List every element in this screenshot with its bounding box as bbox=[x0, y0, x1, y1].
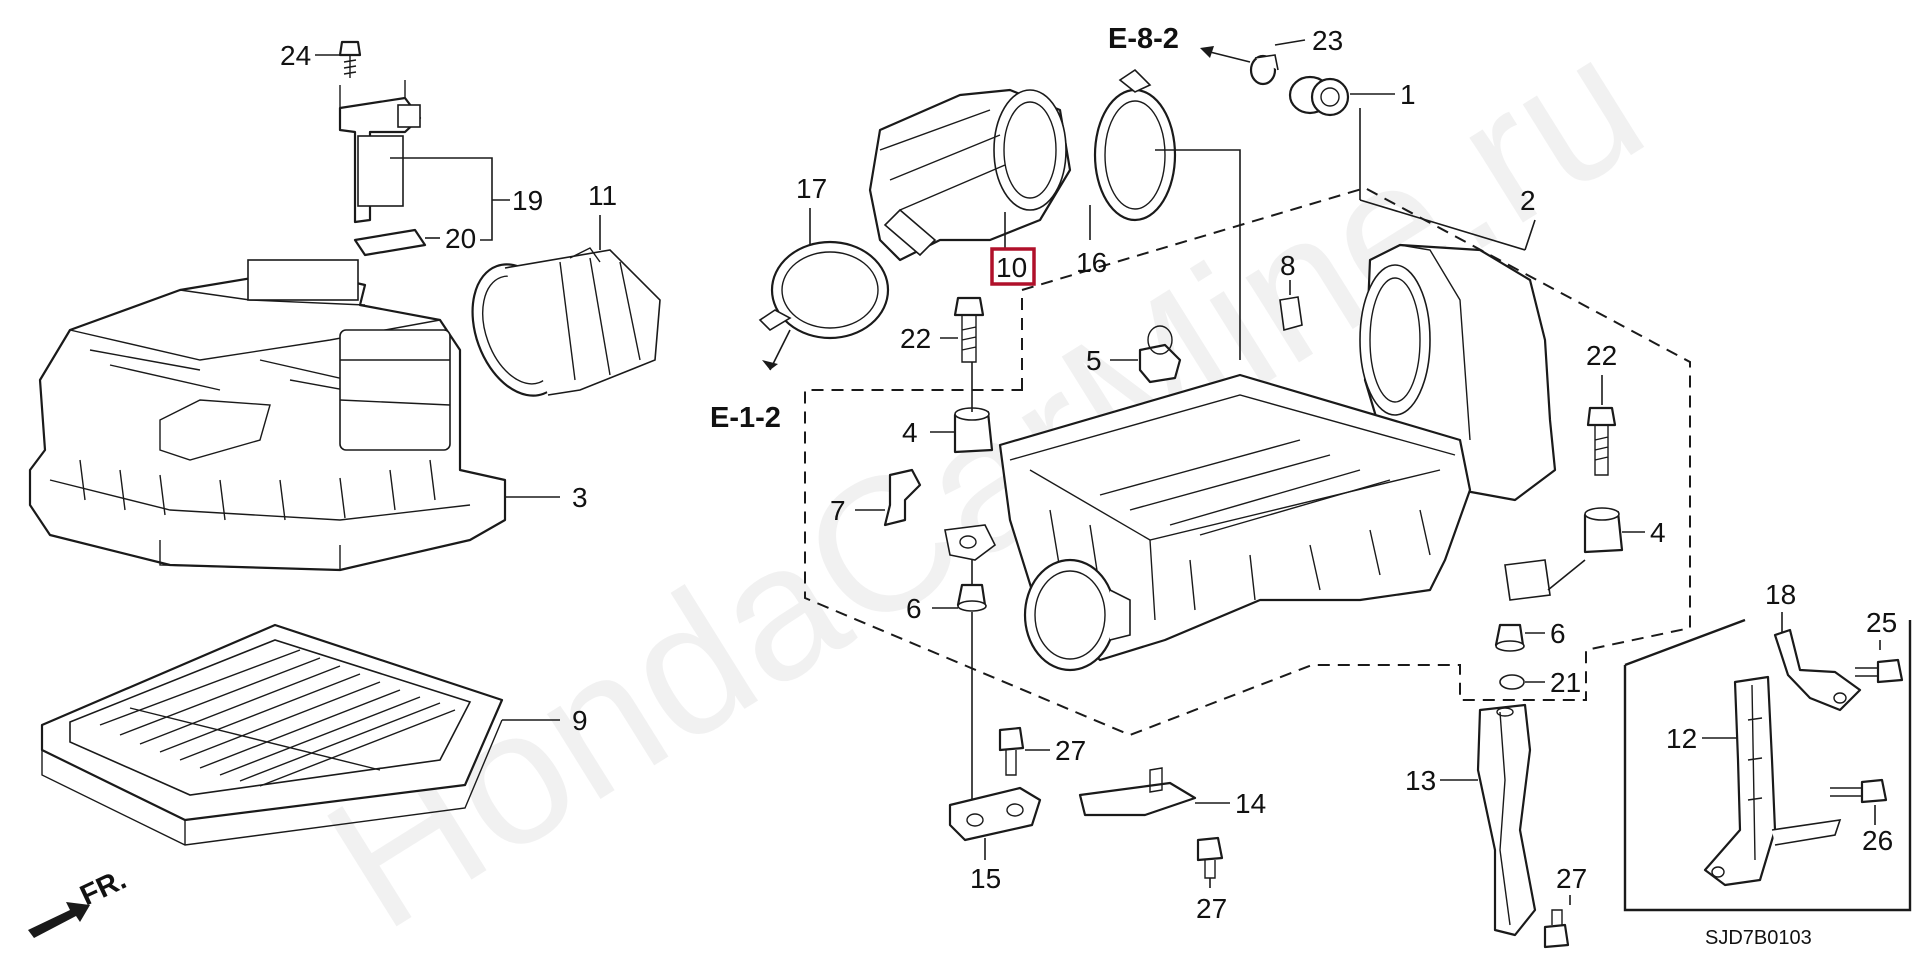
arrow-e12 bbox=[762, 360, 778, 370]
collar-6-right bbox=[1494, 623, 1525, 652]
callout-25: 25 bbox=[1866, 607, 1897, 638]
washer-21 bbox=[1499, 674, 1525, 690]
stay-12 bbox=[1703, 675, 1842, 887]
leader-e82 bbox=[1209, 51, 1251, 63]
callout-19: 19 bbox=[512, 185, 543, 216]
callout-20: 20 bbox=[445, 223, 476, 254]
leader-4b-diag bbox=[1547, 559, 1586, 591]
air-cleaner-case bbox=[944, 243, 1557, 672]
highlight-box-10 bbox=[990, 247, 1036, 286]
callout-27c: 27 bbox=[1556, 863, 1587, 894]
callout-10: 10 bbox=[996, 252, 1027, 283]
callout-23: 23 bbox=[1312, 25, 1343, 56]
grommet-5 bbox=[1138, 325, 1182, 384]
stay-13 bbox=[1476, 703, 1537, 937]
front-indicator: FR. bbox=[28, 864, 131, 938]
bracket-18 bbox=[1773, 628, 1862, 712]
hose-clamp-17 bbox=[758, 240, 890, 340]
grommet-1 bbox=[1288, 75, 1350, 117]
callout-17: 17 bbox=[796, 173, 827, 204]
callout-13: 13 bbox=[1405, 765, 1436, 796]
callout-6b: 6 bbox=[1550, 618, 1566, 649]
mount-rubber-4-right bbox=[1583, 507, 1624, 554]
callout-5: 5 bbox=[1086, 345, 1102, 376]
callout-27a: 27 bbox=[1055, 735, 1086, 766]
callout-22a: 22 bbox=[900, 323, 931, 354]
diagram-code: SJD7B0103 bbox=[1705, 927, 1812, 949]
callout-12: 12 bbox=[1666, 723, 1697, 754]
ref-e-1-2: E-1-2 bbox=[710, 402, 781, 434]
callout-21: 21 bbox=[1550, 667, 1581, 698]
air-cleaner-upper-cover bbox=[28, 259, 507, 572]
callout-4a: 4 bbox=[902, 417, 918, 448]
bolt-26 bbox=[1830, 778, 1888, 804]
callout-22b: 22 bbox=[1586, 340, 1617, 371]
callout-18: 18 bbox=[1765, 579, 1796, 610]
band-clamp-16 bbox=[1093, 68, 1177, 222]
air-flow-sensor bbox=[338, 80, 422, 224]
front-arrow-icon bbox=[28, 902, 90, 938]
screw-24 bbox=[338, 40, 362, 78]
callout-8: 8 bbox=[1280, 250, 1296, 281]
callout-24: 24 bbox=[280, 40, 311, 71]
callout-15: 15 bbox=[970, 863, 1001, 894]
leader-2-box bbox=[1359, 199, 1526, 251]
bolt-22-left bbox=[953, 296, 985, 363]
intake-duct bbox=[868, 88, 1072, 262]
sensor-gasket bbox=[353, 228, 427, 257]
callout-26: 26 bbox=[1862, 825, 1893, 856]
leader-2 bbox=[1524, 219, 1536, 251]
callout-11: 11 bbox=[588, 180, 617, 211]
ref-e-8-2: E-8-2 bbox=[1108, 23, 1179, 55]
callout-2: 2 bbox=[1520, 185, 1536, 216]
bracket-15 bbox=[948, 786, 1042, 842]
arrow-e82 bbox=[1200, 46, 1214, 58]
callout-1: 1 bbox=[1400, 79, 1416, 110]
callout-9: 9 bbox=[572, 705, 588, 736]
callout-3: 3 bbox=[572, 482, 588, 513]
assembly-boundary bbox=[804, 186, 1691, 737]
callout-14: 14 bbox=[1235, 788, 1266, 819]
callout-4b: 4 bbox=[1650, 517, 1666, 548]
callout-27b: 27 bbox=[1196, 893, 1227, 924]
mount-rubber-4-left bbox=[953, 407, 994, 454]
collar-6-left bbox=[956, 583, 987, 612]
bolt-27-a bbox=[998, 726, 1025, 776]
bolt-25 bbox=[1855, 658, 1904, 684]
bolt-22-right bbox=[1586, 406, 1617, 476]
bracket-14 bbox=[1078, 767, 1197, 817]
callout-6a: 6 bbox=[906, 593, 922, 624]
sub-frame bbox=[1623, 618, 1912, 912]
callout-7: 7 bbox=[830, 495, 846, 526]
leader-16-box bbox=[1155, 149, 1241, 360]
callout-16: 16 bbox=[1076, 247, 1107, 278]
leader-23 bbox=[1274, 39, 1306, 46]
bolt-27-b bbox=[1196, 836, 1224, 879]
clip-23 bbox=[1249, 54, 1279, 86]
clip-7 bbox=[883, 468, 922, 527]
bolt-27-c bbox=[1543, 909, 1570, 949]
intake-tube bbox=[471, 247, 661, 397]
leader-19 bbox=[390, 157, 493, 241]
air-filter-element bbox=[40, 623, 504, 846]
